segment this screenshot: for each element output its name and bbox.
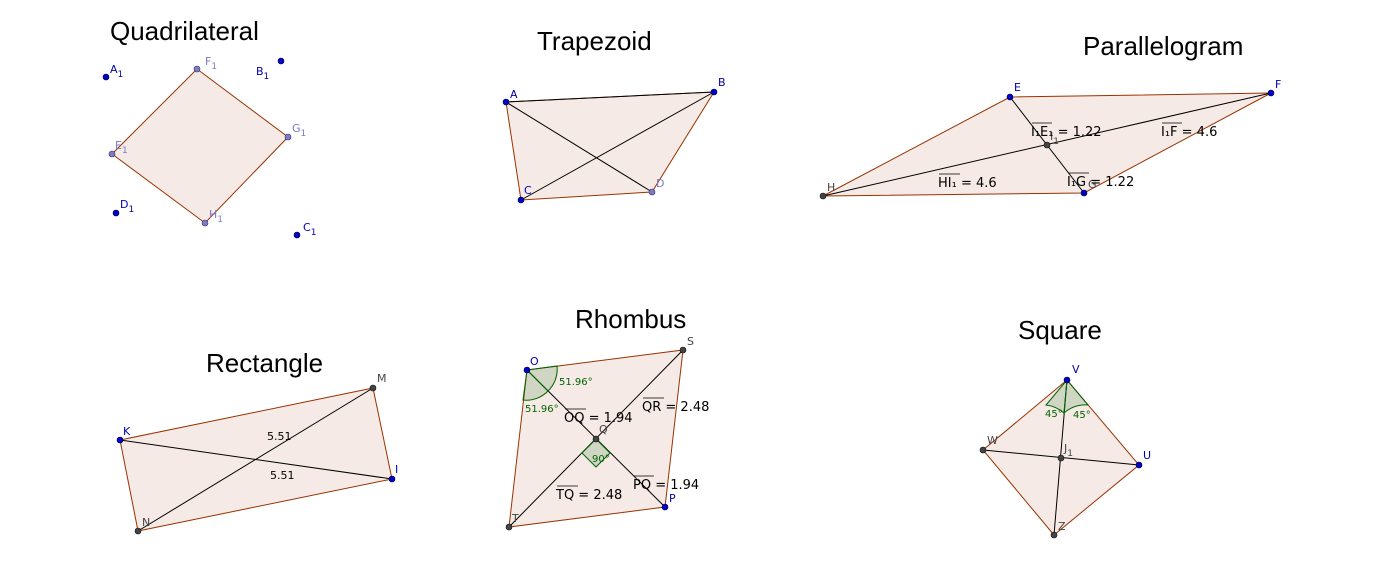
label-z: Z: [1058, 520, 1066, 533]
measure-hi1: HI₁ = 4.6: [938, 176, 997, 191]
angle-label-1: 51.96°: [559, 377, 593, 388]
measure-diag1: 5.51: [267, 430, 292, 443]
angle-arc-o-2: [522, 368, 549, 401]
label-a1: A1: [110, 63, 123, 80]
label-s: S: [687, 335, 694, 348]
trapezoid-polygon: [505, 91, 715, 201]
point-b[interactable]: [710, 88, 718, 96]
label-n: N: [142, 516, 150, 529]
label-e: E: [1014, 81, 1021, 94]
measure-i1e1: I₁E₁ = 1.22: [1031, 125, 1102, 140]
point-i1[interactable]: [1043, 141, 1051, 149]
rectangle-figure: K M I N 5.51 5.51: [116, 372, 398, 535]
point-g[interactable]: [1080, 189, 1088, 197]
point-e1[interactable]: [108, 150, 116, 158]
angle-label-right: 90°: [592, 454, 610, 465]
label-f: F: [1275, 78, 1281, 91]
title-trapezoid: Trapezoid: [537, 26, 652, 56]
title-rhombus: Rhombus: [575, 304, 686, 334]
title-square: Square: [1018, 315, 1102, 345]
point-e[interactable]: [1006, 93, 1014, 101]
label-g: G: [1088, 178, 1097, 191]
point-s[interactable]: [679, 346, 687, 354]
label-b1: B1: [256, 65, 269, 82]
label-a: A: [510, 88, 518, 101]
trapezoid-figure: A B C D: [502, 76, 726, 204]
point-i[interactable]: [388, 475, 396, 483]
point-w[interactable]: [979, 446, 987, 454]
square-figure: V W U Z J1 45° 45°: [979, 363, 1151, 539]
label-f1: F1: [205, 55, 217, 72]
trapezoid-diagonal-bc: [520, 91, 715, 201]
point-q[interactable]: [592, 435, 600, 443]
point-d[interactable]: [648, 188, 656, 196]
title-parallelogram: Parallelogram: [1083, 31, 1243, 61]
label-b: B: [718, 76, 726, 89]
label-q: Q: [599, 423, 608, 436]
label-u: U: [1143, 449, 1151, 462]
measure-pq: PQ = 1.94: [633, 478, 699, 493]
label-v: V: [1072, 363, 1080, 376]
label-o: O: [530, 355, 539, 368]
quadrilateral-figure: A1 B1 C1 D1 E1 F1 G1 H1: [102, 55, 316, 239]
point-f[interactable]: [1267, 89, 1275, 97]
trapezoid-diagonal-ad: [505, 101, 653, 193]
quadrilateral-polygon: [111, 68, 289, 224]
point-b1[interactable]: [277, 57, 285, 65]
label-c: C: [524, 184, 532, 197]
point-n[interactable]: [134, 527, 142, 535]
point-c1[interactable]: [293, 231, 301, 239]
label-g1: G1: [292, 122, 306, 139]
label-e1: E1: [115, 139, 128, 156]
point-u[interactable]: [1135, 461, 1143, 469]
measure-tq: TQ = 2.48: [555, 488, 622, 503]
label-i: I: [395, 463, 398, 476]
angle-label-v1: 45°: [1045, 409, 1063, 420]
label-d1: D1: [120, 198, 134, 215]
label-j1: J1: [1063, 442, 1073, 459]
parallelogram-figure: E F G H I1 I₁E₁ = 1.22 I₁F = 4.6 HI₁ = 4…: [819, 78, 1281, 200]
angle-label-v2: 45°: [1073, 410, 1091, 421]
label-i1: I1: [1050, 130, 1059, 147]
point-h[interactable]: [819, 192, 827, 200]
label-h: H: [827, 181, 835, 194]
label-k: K: [123, 425, 131, 438]
point-o[interactable]: [523, 366, 531, 374]
rectangle-diagonal-mn: [137, 387, 374, 532]
point-a[interactable]: [502, 98, 510, 106]
measure-i1f: I₁F = 4.6: [1161, 125, 1217, 140]
point-d1[interactable]: [112, 209, 120, 217]
rhombus-figure: O S P T Q 51.96° 51.96° 90° OQ = 1.94 QR…: [505, 335, 709, 531]
measure-oq: OQ = 1.94: [564, 411, 633, 426]
point-c[interactable]: [517, 196, 525, 204]
title-quadrilateral: Quadrilateral: [110, 16, 259, 46]
measure-i1g: I₁G = 1.22: [1067, 175, 1134, 190]
label-h1: H1: [209, 208, 223, 225]
point-g1[interactable]: [284, 133, 292, 141]
title-rectangle: Rectangle: [206, 348, 323, 378]
right-angle-marker: [581, 438, 611, 468]
point-z[interactable]: [1050, 531, 1058, 539]
label-t: T: [511, 512, 519, 525]
label-m: M: [377, 372, 387, 385]
point-v[interactable]: [1063, 376, 1071, 384]
measure-qr: QR = 2.48: [642, 400, 709, 415]
point-j1[interactable]: [1057, 454, 1065, 462]
label-p: P: [669, 492, 676, 505]
label-d: D: [656, 177, 664, 190]
label-c1: C1: [303, 221, 316, 238]
point-a1[interactable]: [102, 73, 110, 81]
label-w: W: [987, 434, 998, 447]
point-h1[interactable]: [201, 219, 209, 227]
point-t[interactable]: [505, 523, 513, 531]
measure-diag2: 5.51: [270, 469, 295, 482]
point-p[interactable]: [661, 503, 669, 511]
point-m[interactable]: [369, 384, 377, 392]
point-f1[interactable]: [193, 65, 201, 73]
angle-arc-v-2: [1063, 378, 1090, 415]
point-k[interactable]: [116, 436, 124, 444]
angle-label-2: 51.96°: [525, 404, 559, 415]
